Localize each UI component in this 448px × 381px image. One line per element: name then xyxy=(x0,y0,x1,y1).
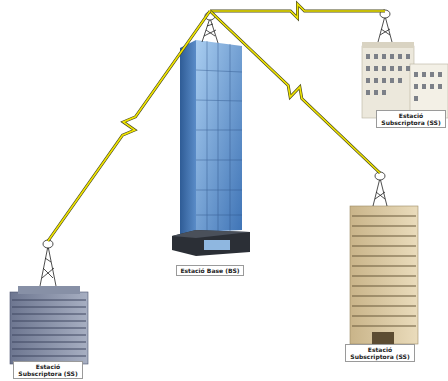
link-outline xyxy=(210,11,380,173)
station-label: Estació Base (BS) xyxy=(176,265,243,276)
station-label: Estació Subscriptora (SS) xyxy=(376,110,446,128)
subscriber-tower xyxy=(378,10,392,42)
base-building xyxy=(172,40,250,256)
link-outline xyxy=(210,4,385,18)
station-label: Estació Subscriptora (SS) xyxy=(345,344,415,362)
subscriber-building xyxy=(10,286,88,364)
link-bolt xyxy=(210,4,385,18)
radio-link xyxy=(210,4,385,18)
subscriber-building xyxy=(350,206,418,344)
link-bolt xyxy=(48,11,210,241)
subscriber-station: Estació Subscriptora (SS) xyxy=(374,10,446,128)
base-station: Estació Base (BS) xyxy=(160,10,260,276)
subscriber-tower xyxy=(40,240,56,286)
subscriber-building xyxy=(362,42,448,118)
subscriber-station: Estació Subscriptora (SS) xyxy=(338,172,422,362)
radio-link xyxy=(48,11,210,241)
radio-link xyxy=(210,11,380,173)
station-label: Estació Subscriptora (SS) xyxy=(13,361,83,379)
subscriber-station: Estació Subscriptora (SS) xyxy=(2,240,94,379)
subscriber-tower xyxy=(373,172,387,206)
link-outline xyxy=(48,11,210,241)
link-bolt xyxy=(210,11,380,173)
